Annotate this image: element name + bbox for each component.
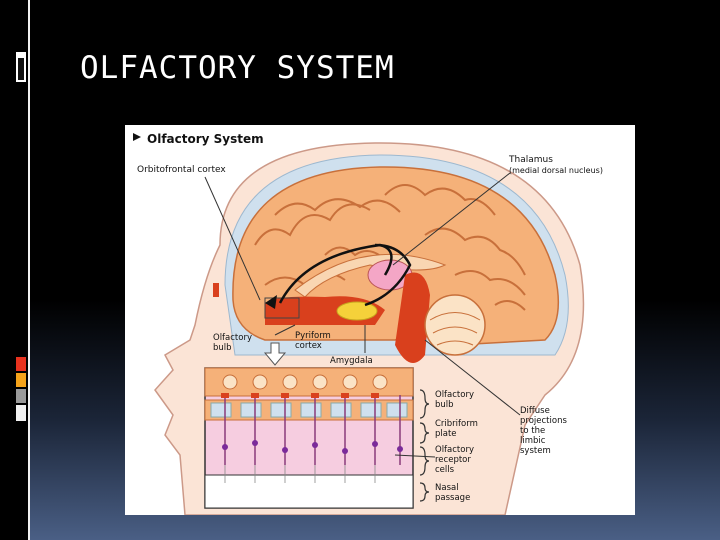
- label-nasal: Nasal: [435, 483, 459, 493]
- pathway-arrows: [278, 243, 412, 307]
- brain-gyri: [254, 184, 526, 311]
- cerebellum: [424, 294, 486, 356]
- label-diffuse-2: projections: [520, 416, 567, 426]
- corpus-callosum: [294, 253, 447, 298]
- deco-strip-red: [16, 357, 26, 371]
- zoom-arrow-icon: [263, 342, 287, 366]
- label-diffuse-3: to the: [520, 426, 545, 436]
- inset-braces: [419, 389, 430, 502]
- label-amygdala: Amygdala: [330, 356, 373, 366]
- epithelium-inset: [204, 367, 414, 509]
- label-thalamus-detail: (medial dorsal nucleus): [509, 166, 603, 175]
- label-diffuse-5: system: [520, 446, 551, 456]
- olfactory-diagram: Olfactory System: [125, 125, 635, 515]
- left-accent-edge: [28, 0, 30, 540]
- label-inset-olfactory-bulb: Olfactory: [435, 390, 474, 400]
- amygdala-region: [336, 301, 378, 321]
- diagram-heading: Olfactory System: [147, 132, 264, 146]
- cerebellum-folia: [429, 312, 481, 346]
- label-cribriform-2: plate: [435, 429, 457, 439]
- label-cribriform: Cribriform: [435, 419, 478, 429]
- label-pyriform-2: cortex: [295, 341, 322, 351]
- sinus-accent: [213, 283, 219, 297]
- label-diffuse-4: limbic: [520, 436, 546, 446]
- brainstem-region: [395, 272, 430, 363]
- label-receptor: Olfactory: [435, 445, 474, 455]
- label-olfactory-bulb-2: bulb: [213, 343, 232, 353]
- deco-strip-gold: [16, 373, 26, 387]
- label-inset-olfactory-bulb-2: bulb: [435, 400, 454, 410]
- deco-square-top-dark: [18, 58, 24, 80]
- heading-arrow-icon: [133, 133, 141, 141]
- label-pyriform: Pyriform: [295, 331, 331, 341]
- label-thalamus: Thalamus: [508, 155, 553, 165]
- label-nasal-2: passage: [435, 493, 470, 503]
- left-accent-bar: [0, 0, 29, 540]
- deco-strip-gray: [16, 389, 26, 403]
- label-diffuse: Diffuse: [520, 406, 550, 416]
- label-receptor-3: cells: [435, 465, 455, 475]
- label-olfactory-bulb: Olfactory: [213, 333, 252, 343]
- label-receptor-2: receptor: [435, 455, 471, 465]
- slide-title: OLFACTORY SYSTEM: [80, 50, 395, 86]
- leader-lines: [204, 172, 521, 458]
- label-orbitofrontal: Orbitofrontal cortex: [137, 165, 226, 175]
- pathway-arrowhead-icon: [265, 295, 277, 309]
- deco-strip-white: [16, 405, 26, 421]
